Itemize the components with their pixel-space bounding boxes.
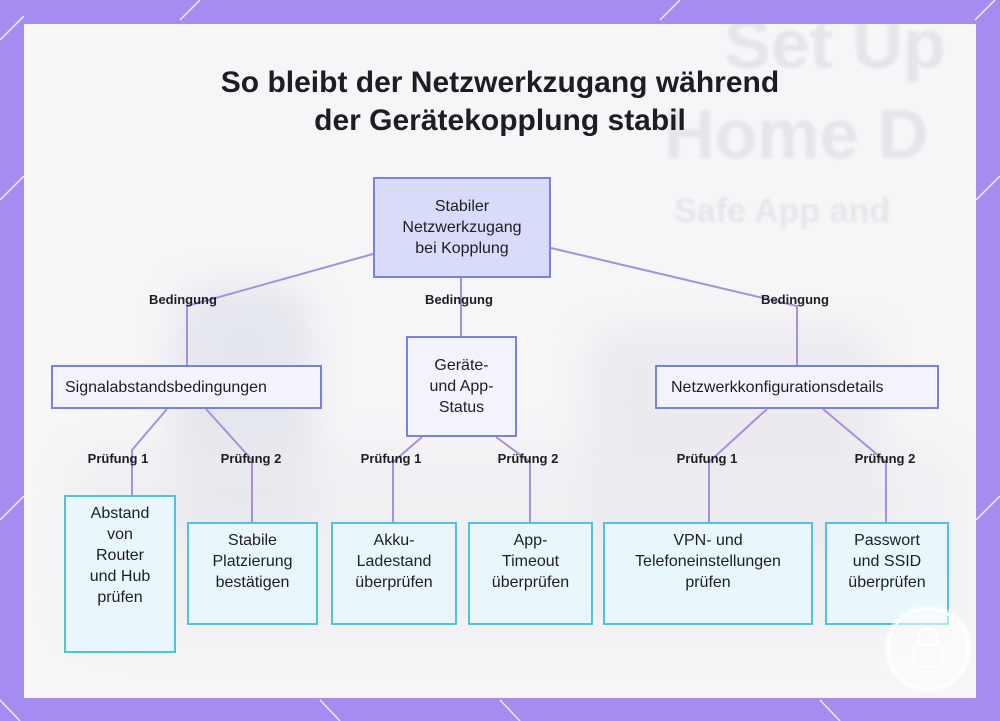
leaf-node: Abstand von Router und Hub prüfen bbox=[64, 495, 176, 653]
background-text: Set Up bbox=[724, 24, 946, 83]
edge-label-check-2: Prüfung 2 bbox=[854, 451, 916, 466]
branch-node-device-status: Geräte- und App-Status bbox=[406, 336, 517, 437]
page-title: So bleibt der Netzwerkzugang während der… bbox=[24, 64, 976, 140]
edge-label-check-2: Prüfung 2 bbox=[497, 451, 559, 466]
leaf-node-label: VPN- und Telefoneinstellungen prüfen bbox=[635, 532, 781, 591]
root-node: Stabiler Netzwerkzugang bei Kopplung bbox=[373, 177, 551, 278]
branch-node-label: Netzwerkkonfigurationsdetails bbox=[671, 378, 884, 396]
leaf-node: Akku-Ladestand überprüfen bbox=[331, 522, 457, 625]
edge-label-condition: Bedingung bbox=[761, 292, 829, 307]
edge-label-condition: Bedingung bbox=[149, 292, 217, 307]
edge-label-check-1: Prüfung 1 bbox=[360, 451, 422, 466]
leaf-node-label: Passwort und SSID überprüfen bbox=[848, 532, 926, 591]
background-text: Safe App and bbox=[674, 192, 890, 230]
title-line-1: So bleibt der Netzwerkzugang während bbox=[220, 66, 780, 99]
leaf-node: Stabile Platzierung bestätigen bbox=[187, 522, 318, 625]
leaf-node: App-Timeout überprüfen bbox=[468, 522, 593, 625]
branch-node-label: Geräte- und App-Status bbox=[429, 357, 494, 416]
leaf-node-label: Abstand von Router und Hub prüfen bbox=[89, 505, 151, 606]
branch-node-label: Signalabstandsbedingungen bbox=[65, 378, 267, 396]
leaf-node-label: App-Timeout überprüfen bbox=[491, 532, 570, 591]
leaf-node-label: Stabile Platzierung bestätigen bbox=[212, 532, 293, 591]
branch-node-network-config: Netzwerkkonfigurationsdetails bbox=[655, 365, 939, 409]
background-text: Home D bbox=[664, 95, 929, 173]
edge-label-check-2: Prüfung 2 bbox=[220, 451, 282, 466]
edge-label-check-1: Prüfung 1 bbox=[87, 451, 149, 466]
edge-label-condition: Bedingung bbox=[425, 292, 493, 307]
watermark-badge bbox=[884, 605, 972, 693]
leaf-node-label: Akku-Ladestand überprüfen bbox=[355, 532, 433, 591]
edge-label-check-1: Prüfung 1 bbox=[676, 451, 738, 466]
root-node-label: Stabiler Netzwerkzugang bei Kopplung bbox=[402, 198, 522, 257]
title-line-2: der Gerätekopplung stabil bbox=[314, 104, 686, 137]
lock-icon bbox=[887, 608, 969, 690]
leaf-node: VPN- und Telefoneinstellungen prüfen bbox=[603, 522, 813, 625]
branch-node-signal: Signalabstandsbedingungen bbox=[51, 365, 322, 409]
